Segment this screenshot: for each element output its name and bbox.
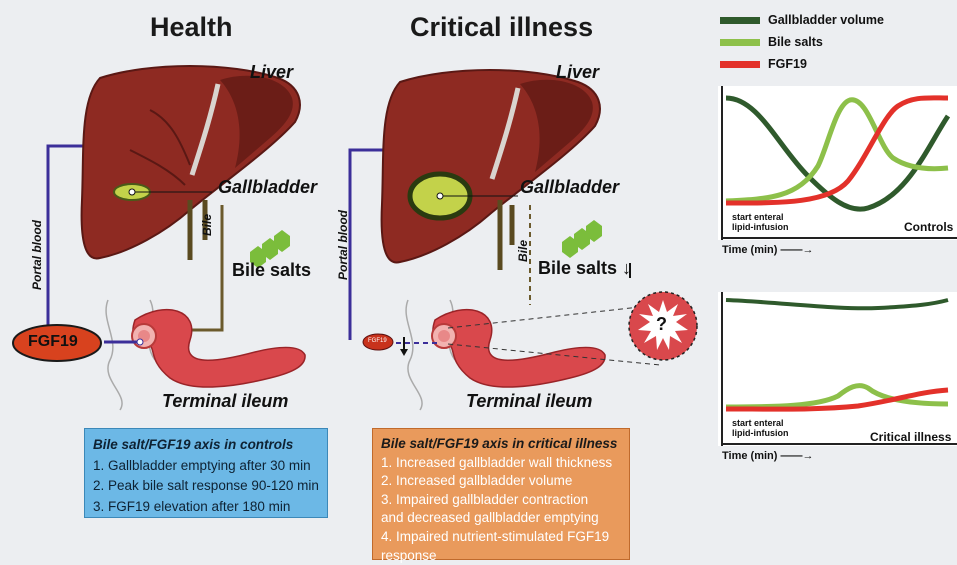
legend-swatch — [720, 39, 760, 46]
controls-box-item: 3. FGF19 elevation after 180 min — [93, 497, 319, 518]
legend-gallbladder-volume: Gallbladder volume — [720, 13, 884, 29]
critical-box-item: 3. Impaired gallbladder contraction — [381, 491, 621, 510]
legend-swatch — [720, 61, 760, 68]
critical-box-item: response — [381, 547, 621, 565]
controls-chart: start enteral lipid-infusion Controls — [718, 86, 957, 240]
health-terminal-ileum-label: Terminal ileum — [162, 391, 288, 412]
critical-bile-label: Bile — [516, 240, 530, 262]
controls-box-item: 1. Gallbladder emptying after 30 min — [93, 456, 319, 477]
health-liver-label: Liver — [250, 62, 293, 83]
controls-box-title: Bile salt/FGF19 axis in controls — [93, 435, 319, 456]
critical-terminal-ileum-label: Terminal ileum — [466, 391, 592, 412]
controls-start-label: start enteral lipid-infusion — [732, 212, 789, 232]
critical-illustration — [340, 0, 710, 420]
health-portal-blood-label: Portal blood — [30, 220, 44, 290]
controls-box-item: 2. Peak bile salt response 90-120 min — [93, 476, 319, 497]
critical-box-item: 2. Increased gallbladder volume — [381, 472, 621, 491]
critical-label: Critical illness — [870, 430, 951, 444]
terminal-ileum-shape — [133, 310, 305, 387]
critical-info-box: Bile salt/FGF19 axis in critical illness… — [372, 428, 630, 560]
legend-swatch — [720, 17, 760, 24]
critical-liver-label: Liver — [556, 62, 599, 83]
gallbladder-volume-curve — [726, 300, 948, 308]
critical-gallbladder-label: Gallbladder — [520, 177, 619, 198]
critical-fgf19-label: FGF19 — [368, 338, 387, 344]
critical-box-item: 1. Increased gallbladder wall thickness — [381, 454, 621, 473]
health-gallbladder-label: Gallbladder — [218, 177, 317, 198]
critical-bile-salts-label: Bile salts ↓ — [538, 258, 631, 279]
critical-box-title: Bile salt/FGF19 axis in critical illness — [381, 435, 621, 454]
magnified-question-label: ? — [656, 314, 667, 335]
critical-chart: start enteral lipid-infusion Critical il… — [718, 292, 957, 446]
health-fgf19-label: FGF19 — [28, 333, 78, 351]
critical-box-item: and decreased gallbladder emptying — [381, 509, 621, 528]
legend-fgf19: FGF19 — [720, 57, 807, 73]
health-bile-salts-label: Bile salts — [232, 260, 311, 281]
controls-xlabel: Time (min) ——→ — [722, 244, 813, 256]
critical-portal-blood-label: Portal blood — [336, 210, 350, 280]
legend-bile-salts: Bile salts — [720, 35, 823, 51]
controls-label: Controls — [904, 220, 953, 234]
bile-salts-molecule — [562, 220, 602, 258]
controls-info-box: Bile salt/FGF19 axis in controls 1. Gall… — [84, 428, 328, 518]
health-bile-label: Bile — [200, 214, 214, 236]
critical-box-item: 4. Impaired nutrient-stimulated FGF19 — [381, 528, 621, 547]
terminal-ileum-shape — [433, 310, 605, 387]
critical-xlabel: Time (min) ——→ — [722, 450, 813, 462]
critical-start-label: start enteral lipid-infusion — [732, 418, 789, 438]
